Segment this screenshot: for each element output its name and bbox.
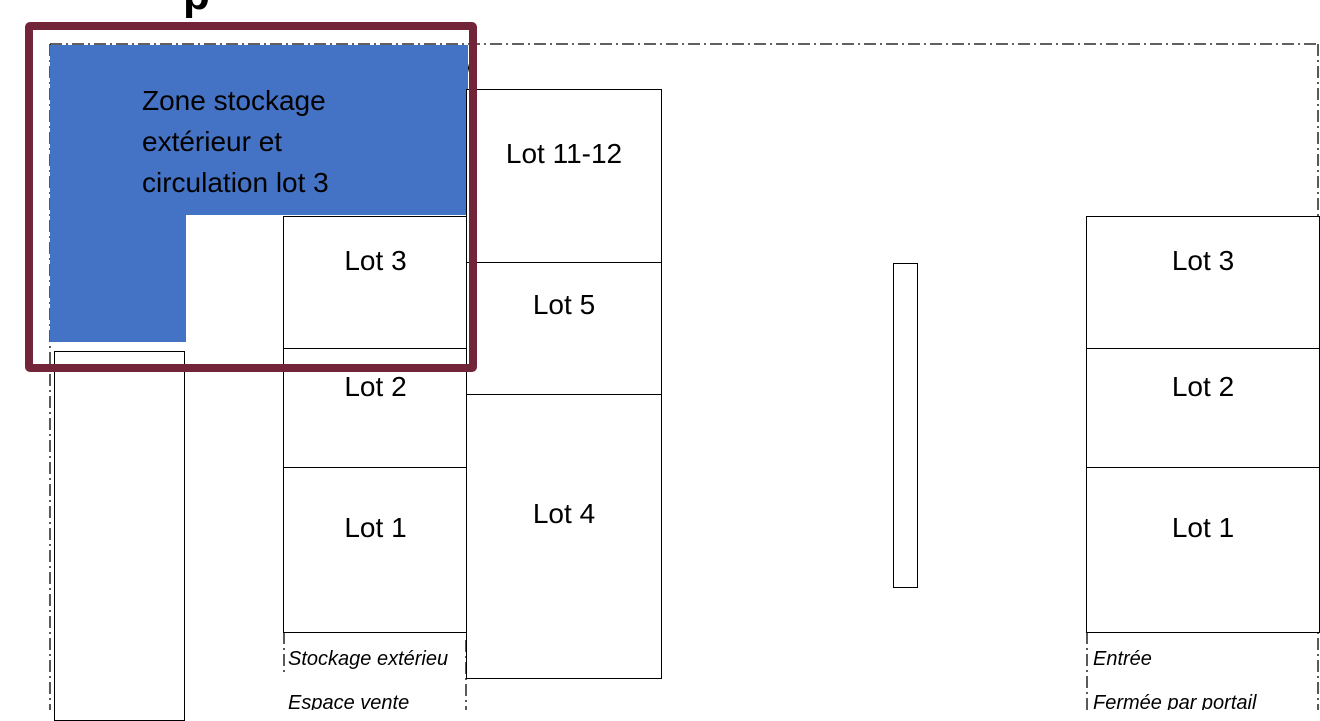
lot-label: Lot 2: [344, 371, 407, 402]
middle-lot-5: Lot 5: [466, 262, 662, 396]
heading-fragment: p: [183, 0, 210, 20]
left-lot-1: Lot 1: [283, 467, 468, 633]
right-lot-2: Lot 2: [1086, 348, 1320, 469]
lot-label: Lot 1: [1171, 512, 1235, 543]
right-lot-3: Lot 3: [1086, 216, 1320, 350]
left-caption-clip: Stockage extérieu Espace vente: [288, 648, 468, 710]
zone-label-line: Zone stockage: [142, 85, 326, 116]
zone-label: Zone stockage extérieur et circulation l…: [142, 80, 329, 203]
center-bar: [893, 263, 918, 588]
caption-stockage: Stockage extérieu: [288, 648, 449, 670]
caption-espace-vente: Espace vente: [288, 692, 410, 710]
lot-label: Lot 1: [344, 512, 407, 543]
lot-label: Lot 4: [532, 498, 596, 529]
right-lot-1: Lot 1: [1086, 467, 1320, 633]
zone-label-line: circulation lot 3: [142, 167, 329, 198]
lot-label: Lot 3: [1171, 245, 1235, 276]
highlight-frame: [25, 22, 477, 372]
caption-portail: Fermée par portail: [1093, 692, 1257, 710]
middle-lot-4: Lot 4: [466, 394, 662, 679]
zone-label-line: extérieur et: [142, 126, 283, 157]
left-narrow-box: [54, 351, 185, 721]
caption-entree: Entrée: [1093, 648, 1152, 670]
lot-label: Lot 3: [344, 245, 407, 276]
lot-label: Lot 5: [532, 289, 596, 320]
zone-stockage-exterieur: [50, 45, 468, 215]
middle-lot-11-12: Lot 11-12: [466, 89, 662, 264]
right-caption-clip: Entrée Fermée par portail: [1093, 648, 1313, 710]
left-lot-3: Lot 3: [283, 216, 468, 350]
lot-label: Lot 2: [1171, 371, 1235, 402]
zone-stockage-exterieur-lower: [50, 214, 186, 342]
lot-label: Lot 11-12: [505, 138, 623, 169]
